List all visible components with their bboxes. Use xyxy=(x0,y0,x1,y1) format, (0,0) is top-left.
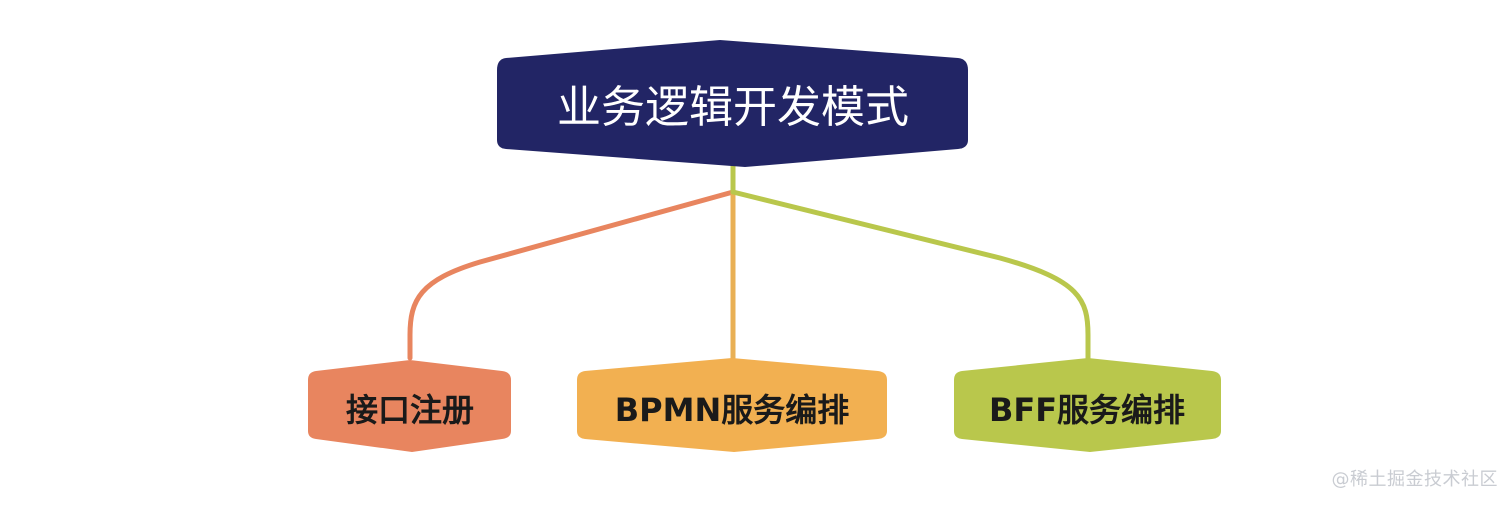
child-node-interface-registration-label: 接口注册 xyxy=(346,391,474,429)
child-node-bpmn-orchestration-shape xyxy=(577,358,887,452)
child-node-interface-registration-shape xyxy=(308,360,511,452)
connector-root-to-interface-registration xyxy=(407,189,736,361)
watermark-text: @稀土掘金技术社区 xyxy=(1331,469,1498,490)
root-node-shape xyxy=(497,40,968,167)
child-node-bpmn-orchestration-label: BPMN服务编排 xyxy=(615,391,849,429)
child-node-bff-orchestration-label: BFF服务编排 xyxy=(989,391,1185,429)
connector-root-to-bff-orchestration xyxy=(730,189,1091,361)
root-node-label: 业务逻辑开发模式 xyxy=(557,82,909,133)
child-node-bff-orchestration-shape xyxy=(954,358,1221,452)
